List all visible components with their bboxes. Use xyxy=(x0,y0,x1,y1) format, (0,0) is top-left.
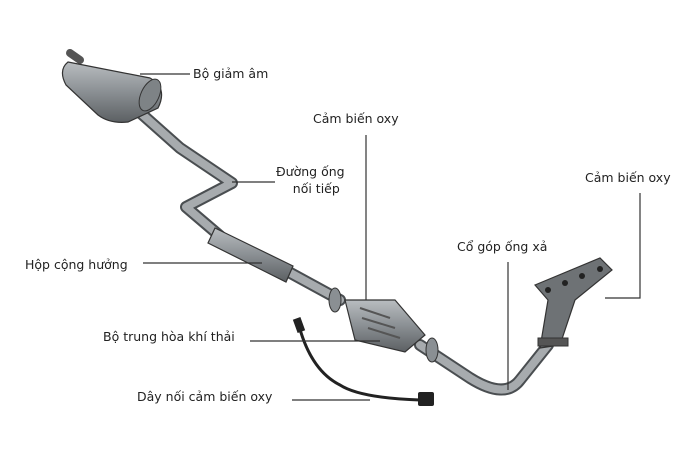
label-connecting-pipe-line2: nối tiếp xyxy=(292,181,340,196)
label-resonator: Hộp cộng hưởng xyxy=(25,257,128,272)
exhaust-pipe xyxy=(66,49,554,396)
label-oxygen-sensor-top: Cảm biến oxy xyxy=(313,111,399,126)
leader-lines xyxy=(140,73,641,401)
catalytic-converter xyxy=(328,287,439,363)
label-connecting-pipe: Đường ống nối tiếp xyxy=(276,163,345,197)
label-oxygen-sensor-right: Cảm biến oxy xyxy=(585,170,671,185)
resonator xyxy=(207,227,294,283)
label-exhaust-manifold: Cổ góp ống xả xyxy=(457,239,548,254)
label-oxygen-sensor-wire: Dây nối cảm biến oxy xyxy=(137,389,273,404)
exhaust-manifold xyxy=(534,257,613,349)
label-connecting-pipe-line1: Đường ống xyxy=(276,164,345,179)
muffler xyxy=(61,61,163,123)
label-muffler: Bộ giảm âm xyxy=(193,66,269,81)
oxygen-sensor-wire xyxy=(292,317,434,406)
label-catalytic-converter: Bộ trung hòa khí thải xyxy=(103,329,235,344)
